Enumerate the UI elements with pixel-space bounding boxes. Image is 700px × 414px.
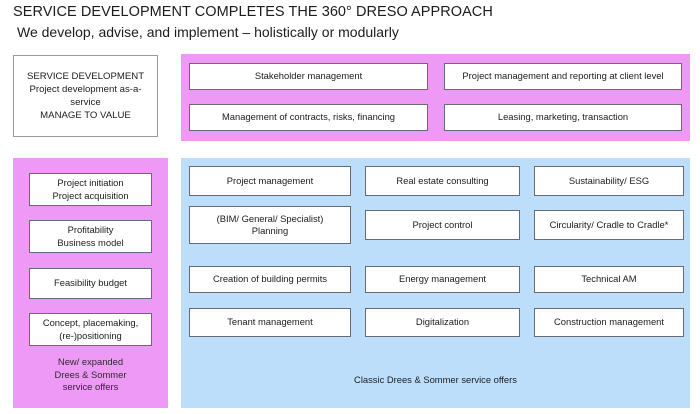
blue-card-digitalization[interactable]: Digitalization bbox=[365, 308, 520, 337]
blue-card-creation-of-building-permits[interactable]: Creation of building permits bbox=[189, 266, 351, 293]
blue-card-energy-management[interactable]: Energy management bbox=[365, 266, 520, 293]
left-column-card-3-line-1: Concept, placemaking, bbox=[42, 317, 139, 329]
blue-card-project-control[interactable]: Project control bbox=[365, 210, 520, 240]
blue-card-3-line-2: Planning bbox=[251, 225, 289, 236]
left-column-card-project-initiation[interactable]: Project initiation Project acquisition bbox=[29, 173, 152, 206]
top-pink-band: Stakeholder management Project managemen… bbox=[181, 54, 690, 141]
blue-card-construction-management[interactable]: Construction management bbox=[534, 308, 684, 337]
left-column-card-concept-placemaking[interactable]: Concept, placemaking, (re-)positioning bbox=[29, 313, 152, 346]
top-band-card-management-of-contracts[interactable]: Management of contracts, risks, financin… bbox=[189, 104, 428, 131]
top-band-card-project-management-reporting[interactable]: Project management and reporting at clie… bbox=[444, 63, 682, 90]
left-column-card-3-line-2: (re-)positioning bbox=[59, 329, 122, 341]
blue-panel-caption: Classic Drees & Sommer service offers bbox=[354, 374, 517, 385]
left-column-card-0-line-2: Project acquisition bbox=[52, 189, 129, 201]
left-pink-column: Project initiation Project acquisition P… bbox=[13, 158, 168, 408]
left-column-card-2-line-1: Feasibility budget bbox=[54, 277, 127, 289]
service-development-box: SERVICE DEVELOPMENT Project development … bbox=[13, 55, 158, 137]
blue-card-project-management[interactable]: Project management bbox=[189, 166, 351, 196]
left-column-caption: New/ expanded Drees & Sommer service off… bbox=[13, 356, 168, 394]
left-column-card-1-line-1: Profitability bbox=[67, 224, 114, 236]
blue-card-sustainability-esg[interactable]: Sustainability/ ESG bbox=[534, 166, 684, 196]
left-column-caption-line-3: service offers bbox=[62, 381, 119, 393]
left-column-caption-line-1: New/ expanded bbox=[57, 356, 124, 367]
service-development-line-3: service bbox=[70, 97, 101, 108]
service-development-line-4: MANAGE TO VALUE bbox=[40, 110, 131, 122]
blue-card-real-estate-consulting[interactable]: Real estate consulting bbox=[365, 166, 520, 196]
top-band-card-leasing-marketing-transaction[interactable]: Leasing, marketing, transaction bbox=[444, 104, 682, 131]
blue-card-technical-am[interactable]: Technical AM bbox=[534, 266, 684, 293]
left-column-card-0-line-1: Project initiation bbox=[57, 177, 124, 189]
left-column-card-feasibility-budget[interactable]: Feasibility budget bbox=[29, 268, 152, 299]
blue-services-panel: Project management Real estate consultin… bbox=[181, 158, 690, 408]
top-band-card-stakeholder-management[interactable]: Stakeholder management bbox=[189, 63, 428, 90]
service-development-line-1: SERVICE DEVELOPMENT bbox=[26, 70, 145, 82]
page-subtitle: We develop, advise, and implement – holi… bbox=[17, 24, 399, 40]
service-development-line-2: Project development as-a- bbox=[29, 83, 142, 95]
blue-card-3-line-1: (BIM/ General/ Specialist) bbox=[216, 212, 324, 224]
left-column-card-1-line-2: Business model bbox=[57, 236, 124, 248]
title-block: SERVICE DEVELOPMENT COMPLETES THE 360° D… bbox=[13, 2, 693, 42]
page-title: SERVICE DEVELOPMENT COMPLETES THE 360° D… bbox=[13, 4, 493, 20]
blue-card-circularity-cradle-to-cradle[interactable]: Circularity/ Cradle to Cradle* bbox=[534, 210, 684, 240]
blue-card-tenant-management[interactable]: Tenant management bbox=[189, 308, 351, 337]
blue-card-bim-general-specialist-planning[interactable]: (BIM/ General/ Specialist) Planning bbox=[189, 206, 351, 244]
left-column-caption-line-2: Drees & Sommer bbox=[54, 368, 127, 380]
left-column-card-profitability[interactable]: Profitability Business model bbox=[29, 220, 152, 253]
